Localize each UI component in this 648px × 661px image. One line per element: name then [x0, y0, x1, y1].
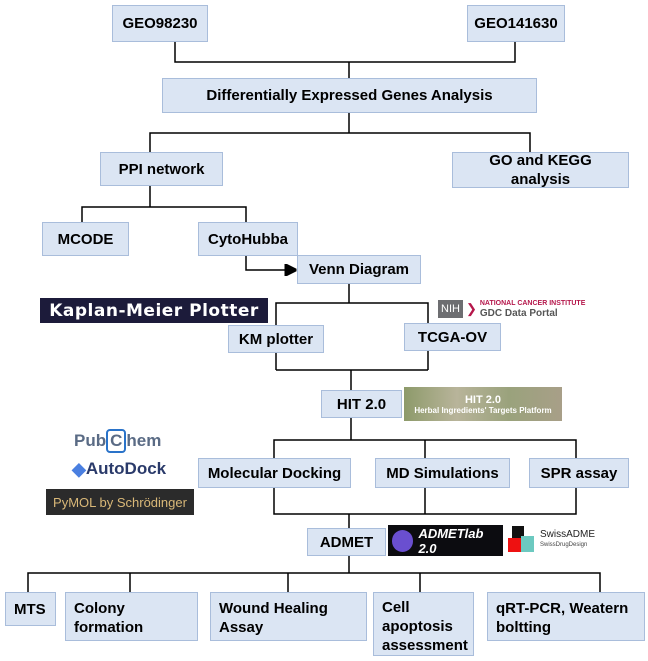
pymol-logo: PyMOL by Schrödinger	[46, 489, 194, 515]
mts-node: MTS	[5, 592, 56, 626]
km-plotter-node: KM plotter	[228, 325, 324, 353]
qrt-pcr-node: qRT-PCR, Weatern boltting	[487, 592, 645, 641]
nih-gdc-logo: NIH ❯ NATIONAL CANCER INSTITUTE GDC Data…	[438, 296, 598, 322]
wound-healing-node: Wound Healing Assay	[210, 592, 367, 641]
admet-node: ADMET	[307, 528, 386, 556]
nih-badge: NIH	[438, 300, 463, 318]
swissadme-text: SwissADME	[540, 529, 596, 540]
venn-diagram-node: Venn Diagram	[297, 255, 421, 284]
gdc-text: GDC Data Portal	[479, 308, 558, 319]
cytohubba-node: CytoHubba	[198, 222, 298, 256]
autodock-text: AutoDock	[85, 459, 167, 478]
autodock-icon: ◆	[72, 458, 86, 479]
deg-analysis-node: Differentially Expressed Genes Analysis	[162, 78, 537, 113]
pubchem-hex-c: C	[106, 429, 127, 453]
hit-logo: HIT 2.0 Herbal Ingredients' Targets Plat…	[404, 387, 562, 421]
molecular-docking-node: Molecular Docking	[198, 458, 351, 488]
swissadme-logo: SwissADME SwissDrugDesign	[508, 524, 613, 556]
kaplan-meier-plotter-logo: Kaplan-Meier Plotter	[40, 298, 268, 323]
ppi-network-node: PPI network	[100, 152, 223, 186]
geo98230-node: GEO98230	[112, 5, 208, 42]
geo141630-node: GEO141630	[467, 5, 565, 42]
autodock-logo: ◆AutoDock	[72, 457, 166, 481]
hit-logo-subtitle: Herbal Ingredients' Targets Platform	[414, 405, 552, 415]
pubchem-text-a: Pub	[74, 431, 107, 450]
admetlab-icon	[392, 529, 414, 552]
admetlab-logo: ADMETlab 2.0	[388, 525, 503, 556]
md-simulations-node: MD Simulations	[375, 458, 510, 488]
chevron-icon: ❯	[465, 301, 477, 316]
nci-text: NATIONAL CANCER INSTITUTE	[479, 300, 586, 307]
pubchem-text-b: hem	[126, 431, 162, 450]
swissdrugdesign-text: SwissDrugDesign	[540, 542, 588, 548]
tcga-ov-node: TCGA-OV	[404, 323, 501, 351]
spr-assay-node: SPR assay	[529, 458, 629, 488]
hit-node: HIT 2.0	[321, 390, 402, 418]
mcode-node: MCODE	[42, 222, 129, 256]
admetlab-text: ADMETlab 2.0	[418, 525, 484, 556]
cell-apoptosis-node: Cell apoptosis assessment	[373, 592, 474, 656]
swissadme-hex-icon	[508, 526, 536, 554]
go-kegg-node: GO and KEGG analysis	[452, 152, 629, 188]
colony-formation-node: Colony formation	[65, 592, 198, 641]
hit-logo-title: HIT 2.0	[464, 393, 502, 406]
